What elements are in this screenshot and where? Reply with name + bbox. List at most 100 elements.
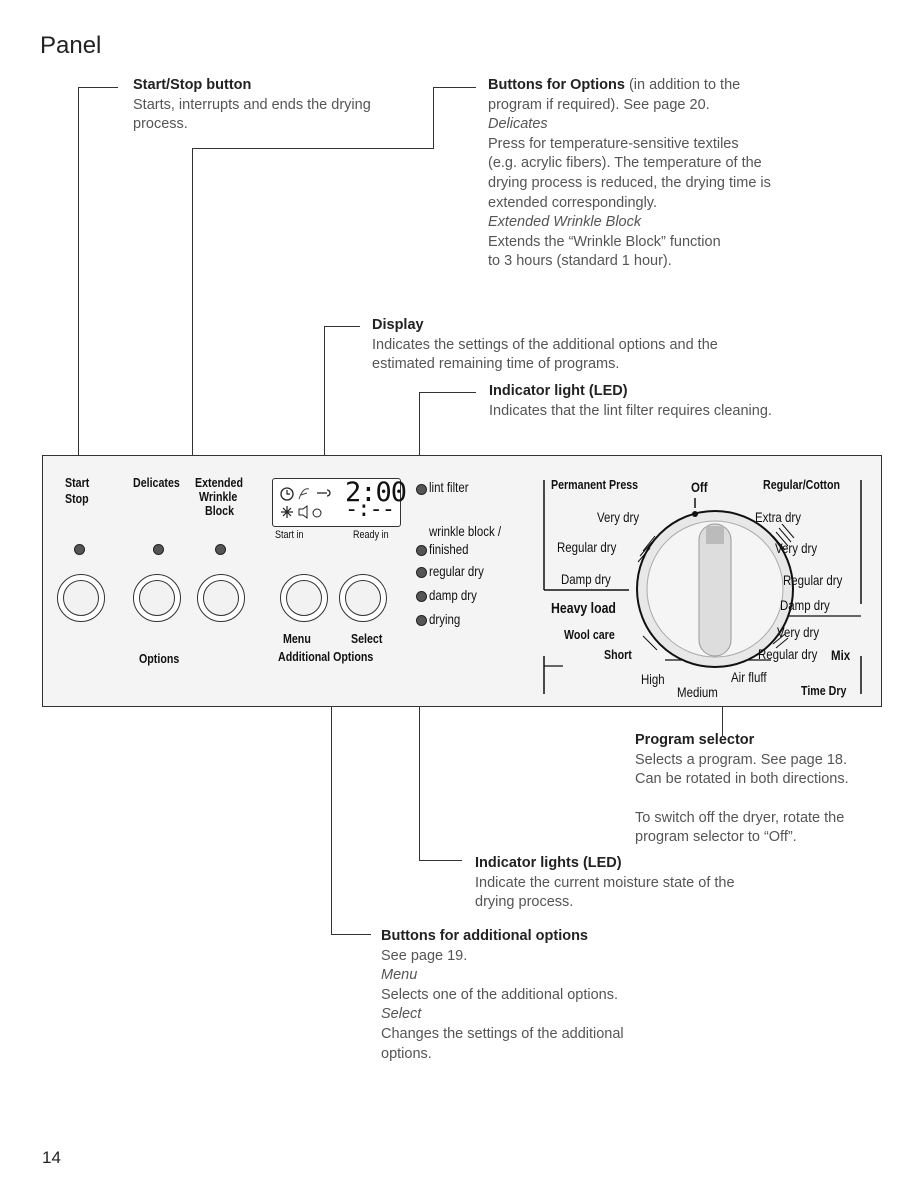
program-selector-line: Selects a program. See page 18. — [635, 751, 847, 768]
start-in-label: Start in — [275, 529, 304, 541]
wool-care-label: Wool care — [564, 627, 615, 642]
display-heading: Display — [372, 317, 424, 333]
options-heading-rest: (in addition to the — [624, 77, 741, 93]
dial-off-label: Off — [691, 479, 708, 495]
pp-very-dry-label: Very dry — [597, 509, 640, 525]
delicates-label: Delicates — [133, 475, 180, 490]
program-selector-line: program selector to “Off”. — [635, 829, 797, 846]
leader-indicators-h — [419, 860, 462, 861]
program-selector-line: To switch off the dryer, rotate the — [635, 809, 845, 826]
lint-filter-label: lint filter — [429, 479, 469, 495]
options-heading: Buttons for Options — [488, 77, 625, 93]
leader-indicators — [419, 630, 420, 860]
high-label: High — [641, 671, 665, 687]
indicator-led-heading: Indicator light (LED) — [489, 383, 628, 399]
air-fluff-label: Air fluff — [731, 669, 767, 685]
delicates-line: extended correspondingly. — [488, 194, 658, 211]
program-selector-line: Can be rotated in both directions. — [635, 771, 849, 788]
program-selector-annotation: Program selector Selects a program. See … — [635, 731, 905, 848]
leader-display-h — [324, 326, 360, 327]
select-label: Select — [351, 631, 383, 646]
leader-options-h2 — [433, 87, 476, 88]
leader-led-h — [419, 392, 476, 393]
additional-heading: Buttons for additional options — [381, 928, 589, 944]
permanent-press-label: Permanent Press — [551, 477, 639, 492]
short-label: Short — [604, 647, 632, 662]
medium-label: Medium — [677, 684, 718, 700]
pp-damp-dry-label: Damp dry — [561, 571, 611, 587]
mix-regular-dry-label: Regular dry — [758, 646, 818, 662]
delicates-line: Press for temperature-sensitive textiles — [488, 135, 739, 152]
delicates-button[interactable] — [133, 574, 181, 622]
wrinkle-title: Extended Wrinkle Block — [488, 214, 642, 231]
display-digits: -:-- — [345, 497, 395, 522]
page-number: 14 — [42, 1148, 61, 1167]
extended-wrinkle-block-button[interactable] — [197, 574, 245, 622]
pp-regular-dry-label: Regular dry — [557, 539, 617, 555]
page-title: Panel — [40, 32, 102, 59]
indicator-lights-line: Indicate the current moisture state of t… — [475, 874, 735, 891]
finished-label: finished — [429, 541, 469, 557]
mix-label: Mix — [831, 647, 851, 663]
drying-led — [416, 615, 427, 626]
mix-very-dry-label: Very dry — [777, 624, 820, 640]
finished-led — [416, 545, 427, 556]
indicator-lights-line: drying process. — [475, 894, 574, 911]
rc-damp-dry-label: Damp dry — [780, 597, 830, 613]
select-title: Select — [381, 1006, 422, 1023]
leader-additional — [331, 670, 332, 934]
start-led — [74, 544, 85, 555]
start-stop-desc-line: process. — [133, 116, 188, 133]
additional-line: See page 19. — [381, 947, 468, 964]
leader-additional-h — [331, 934, 371, 935]
indicator-lights-annotation: Indicator lights (LED) Indicate the curr… — [475, 854, 795, 913]
wrinkle-label: Wrinkle — [199, 489, 238, 504]
start-stop-desc-line: Starts, interrupts and ends the drying — [133, 96, 371, 113]
leader-start-stop — [78, 87, 79, 460]
select-line: Changes the settings of the additional — [381, 1025, 624, 1042]
leader-start-stop-h — [78, 87, 118, 88]
wrinkle-line: Extends the “Wrinkle Block” function — [488, 233, 721, 250]
additional-options-annotation: Buttons for additional options See page … — [381, 927, 701, 1064]
indicator-led-line: Indicates that the lint filter requires … — [489, 402, 772, 419]
program-selector-knob[interactable] — [637, 511, 793, 667]
leader-display — [324, 326, 325, 460]
wrinkle-line: to 3 hours (standard 1 hour). — [488, 253, 672, 270]
regular-cotton-label: Regular/Cotton — [763, 477, 840, 492]
start-label: Start — [65, 475, 90, 490]
start-stop-button[interactable] — [57, 574, 105, 622]
options-annotation: Buttons for Options (in addition to the … — [488, 76, 818, 272]
control-panel: Start Stop Delicates Extended Wrinkle Bl… — [42, 455, 882, 707]
options-label: Options — [139, 651, 180, 666]
damp-dry-label: damp dry — [429, 587, 477, 603]
indicator-led-annotation: Indicator light (LED) Indicates that the… — [489, 382, 869, 421]
menu-title: Menu — [381, 967, 418, 984]
drying-label: drying — [429, 611, 461, 627]
leader-options-h1 — [192, 148, 433, 149]
leader-options — [192, 148, 193, 460]
display-line: Indicates the settings of the additional… — [372, 336, 718, 353]
extended-label: Extended — [195, 475, 243, 490]
start-stop-annotation: Start/Stop button Starts, interrupts and… — [133, 76, 423, 135]
display-icons — [280, 487, 331, 519]
damp-dry-led — [416, 591, 427, 602]
ready-in-label: Ready in — [353, 529, 389, 541]
program-dial-graphics — [543, 480, 862, 694]
additional-options-label: Additional Options — [278, 649, 374, 664]
time-dry-label: Time Dry — [801, 683, 847, 698]
options-line: program if required). See page 20. — [488, 96, 710, 113]
program-selector-heading: Program selector — [635, 732, 755, 748]
stop-label: Stop — [65, 491, 89, 506]
select-button[interactable] — [339, 574, 387, 622]
menu-label: Menu — [283, 631, 311, 646]
delicates-line: drying process is reduced, the drying ti… — [488, 174, 771, 191]
indicator-lights-heading: Indicator lights (LED) — [475, 855, 622, 871]
menu-button[interactable] — [280, 574, 328, 622]
wrinkle-block-label: wrinkle block / — [429, 523, 502, 539]
menu-desc: Selects one of the additional options. — [381, 986, 618, 1003]
rc-regular-dry-label: Regular dry — [783, 572, 843, 588]
lcd-display: 2:00 -:-- — [272, 477, 407, 527]
delicates-line: (e.g. acrylic fibers). The temperature o… — [488, 155, 762, 172]
lint-filter-led — [416, 484, 427, 495]
regular-dry-label: regular dry — [429, 563, 484, 579]
